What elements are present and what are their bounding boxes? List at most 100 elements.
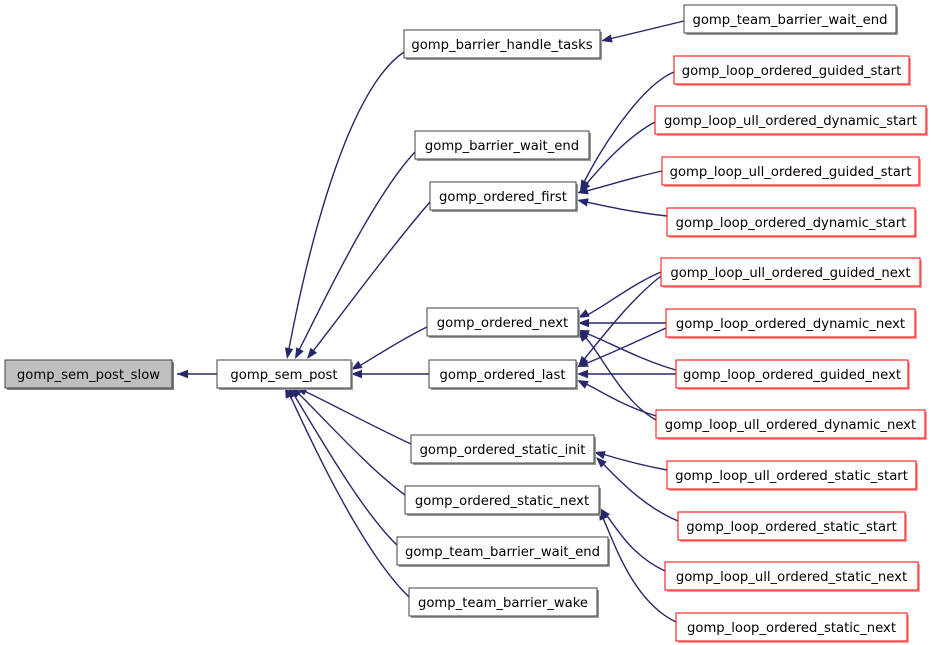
edge-n1-to-n0	[177, 369, 217, 379]
node-gomp-team-barrier-wake[interactable]: gomp_team_barrier_wake	[408, 587, 599, 618]
node-box[interactable]	[661, 156, 920, 186]
node-label: gomp_team_barrier_wake	[418, 596, 588, 611]
edge-arrowhead	[577, 186, 589, 195]
edge-arrowhead	[577, 369, 588, 379]
node-gomp-ordered-last[interactable]: gomp_ordered_last	[428, 359, 578, 390]
node-gomp-loop-ull-ordered-static-next[interactable]: gomp_loop_ull_ordered_static_next	[664, 561, 920, 592]
node-label: gomp_loop_ull_ordered_guided_start	[670, 165, 912, 180]
node-box[interactable]	[666, 207, 916, 237]
node-gomp-loop-ull-ordered-guided-next[interactable]: gomp_loop_ull_ordered_guided_next	[660, 257, 922, 288]
edge-n7-to-n1	[296, 387, 412, 445]
edge-line	[581, 381, 657, 417]
node-label: gomp_barrier_wait_end	[425, 139, 579, 154]
edge-arrowhead	[577, 358, 589, 367]
node-box[interactable]	[403, 29, 601, 59]
edge-arrowhead	[577, 198, 589, 207]
node-label: gomp_sem_post	[230, 368, 337, 383]
node-gomp-barrier-handle-tasks[interactable]: gomp_barrier_handle_tasks	[403, 29, 602, 60]
node-box[interactable]	[677, 511, 906, 541]
node-label: gomp_team_barrier_wait_end	[405, 545, 600, 560]
node-label: gomp_ordered_last	[440, 368, 566, 383]
node-gomp-loop-ordered-dynamic-next[interactable]: gomp_loop_ordered_dynamic_next	[665, 308, 917, 339]
node-box[interactable]	[675, 612, 908, 642]
node-label: gomp_loop_ordered_static_next	[687, 621, 896, 636]
node-gomp-loop-ull-ordered-dynamic-start[interactable]: gomp_loop_ull_ordered_dynamic_start	[654, 105, 928, 136]
edge-n17-to-n6	[577, 327, 667, 367]
edge-line	[582, 331, 677, 371]
edge-arrowhead	[351, 369, 362, 379]
edge-n2-to-n1	[284, 51, 405, 359]
node-gomp-loop-ull-ordered-guided-start[interactable]: gomp_loop_ull_ordered_guided_start	[661, 156, 921, 187]
node-box[interactable]	[660, 257, 921, 287]
node-label: gomp_loop_ull_ordered_dynamic_next	[665, 418, 916, 433]
node-gomp-sem-post-slow[interactable]: gomp_sem_post_slow	[4, 359, 174, 390]
edge-line	[600, 513, 677, 623]
node-label: gomp_loop_ull_ordered_static_next	[676, 570, 907, 585]
node-box[interactable]	[426, 307, 579, 337]
node-box[interactable]	[4, 359, 173, 389]
edge-line	[294, 389, 406, 496]
node-box[interactable]	[428, 359, 577, 389]
edge-line	[582, 121, 656, 189]
edge-n14-to-n4	[577, 170, 663, 195]
edge-line	[580, 275, 662, 364]
edge-arrowhead	[596, 457, 607, 468]
edge-line	[296, 151, 416, 355]
node-box[interactable]	[655, 409, 926, 439]
node-gomp-loop-ordered-guided-start[interactable]: gomp_loop_ordered_guided_start	[673, 55, 911, 86]
node-gomp-loop-ull-ordered-dynamic-next[interactable]: gomp_loop_ull_ordered_dynamic_next	[655, 409, 927, 440]
edge-n11-to-n2	[601, 20, 685, 43]
edge-line	[287, 390, 410, 598]
node-box[interactable]	[410, 434, 595, 464]
node-gomp-loop-ordered-static-next[interactable]: gomp_loop_ordered_static_next	[675, 612, 909, 643]
edge-n4-to-n1	[307, 201, 431, 359]
node-gomp-sem-post[interactable]: gomp_sem_post	[216, 359, 353, 390]
edge-line	[309, 201, 431, 356]
node-box[interactable]	[664, 561, 919, 591]
edge-n18-to-n5	[578, 330, 677, 371]
node-gomp-ordered-first[interactable]: gomp_ordered_first	[429, 181, 578, 212]
node-gomp-team-barrier-wait-end[interactable]: gomp_team_barrier_wait_end	[683, 4, 898, 35]
node-gomp-loop-ordered-guided-next[interactable]: gomp_loop_ordered_guided_next	[675, 359, 910, 390]
edge-arrowhead	[577, 380, 589, 389]
node-box[interactable]	[404, 485, 600, 515]
node-box[interactable]	[429, 181, 577, 211]
edge-line	[355, 326, 428, 369]
node-box[interactable]	[673, 55, 910, 85]
node-box[interactable]	[396, 536, 609, 566]
edge-arrowhead	[578, 318, 589, 328]
edge-arrowhead	[594, 451, 606, 460]
node-gomp-loop-ull-ordered-static-start[interactable]: gomp_loop_ull_ordered_static_start	[666, 460, 918, 491]
edge-line	[599, 460, 679, 522]
node-box[interactable]	[683, 4, 897, 34]
edge-arrowhead	[351, 360, 363, 370]
edge-arrowhead	[177, 369, 188, 379]
node-gomp-ordered-static-init[interactable]: gomp_ordered_static_init	[410, 434, 596, 465]
node-box[interactable]	[216, 359, 352, 389]
node-label: gomp_team_barrier_wait_end	[692, 13, 887, 28]
node-box[interactable]	[654, 105, 927, 135]
node-label: gomp_loop_ordered_dynamic_next	[676, 317, 905, 332]
node-box[interactable]	[666, 460, 917, 490]
node-box[interactable]	[408, 587, 598, 617]
edge-layer	[177, 20, 685, 623]
edge-n18-to-n6	[577, 369, 676, 379]
node-gomp-team-barrier-wait-end[interactable]: gomp_team_barrier_wait_end	[396, 536, 610, 567]
node-box[interactable]	[675, 359, 909, 389]
edge-arrowhead	[295, 347, 304, 359]
edge-line	[603, 511, 666, 572]
node-gomp-ordered-next[interactable]: gomp_ordered_next	[426, 307, 580, 338]
edge-n17-to-n5	[578, 318, 666, 328]
node-label: gomp_sem_post_slow	[17, 368, 160, 383]
node-box[interactable]	[414, 130, 590, 160]
node-gomp-loop-ordered-dynamic-start[interactable]: gomp_loop_ordered_dynamic_start	[666, 207, 917, 238]
node-gomp-ordered-static-next[interactable]: gomp_ordered_static_next	[404, 485, 601, 516]
node-box[interactable]	[665, 308, 916, 338]
node-gomp-loop-ordered-static-start[interactable]: gomp_loop_ordered_static_start	[677, 511, 907, 542]
edge-line	[598, 452, 668, 471]
edge-arrowhead	[307, 347, 318, 359]
edge-line	[581, 71, 675, 187]
node-gomp-barrier-wait-end[interactable]: gomp_barrier_wait_end	[414, 130, 591, 161]
edge-arrowhead	[601, 34, 613, 43]
